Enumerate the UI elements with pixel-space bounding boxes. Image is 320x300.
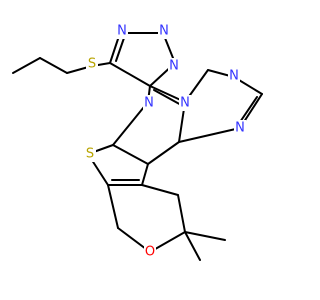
atom-n-tri-top-right: N — [159, 24, 169, 39]
atom-s-ethyl: S — [88, 57, 96, 72]
bond — [112, 101, 149, 146]
bond — [112, 144, 149, 165]
bond — [12, 57, 41, 74]
atom-n-lower-right: N — [235, 121, 245, 136]
atom-n-tri-top-left: N — [117, 24, 127, 39]
bond — [178, 127, 241, 143]
bond — [141, 163, 149, 186]
molecule-structure: N N N N N N N S S O — [12, 23, 263, 261]
bond — [153, 89, 184, 107]
bond — [39, 57, 68, 74]
bond — [184, 231, 201, 261]
bond — [115, 37, 125, 62]
atom-labels: N N N N N N N S S O — [84, 23, 246, 260]
atom-o-pyran: O — [145, 245, 155, 260]
bond — [177, 194, 186, 233]
bond — [109, 62, 151, 87]
bond — [147, 141, 180, 165]
atom-s-thiophene: S — [86, 147, 94, 162]
bond — [141, 184, 179, 196]
atom-n-fused-b: N — [180, 96, 190, 111]
bond — [184, 231, 226, 241]
atom-n-ring-right: N — [229, 69, 239, 84]
atom-n-tri-bridge: N — [169, 59, 179, 74]
atom-n-fused-a: N — [144, 96, 154, 111]
bond — [107, 184, 119, 229]
bond-lines — [12, 32, 263, 261]
